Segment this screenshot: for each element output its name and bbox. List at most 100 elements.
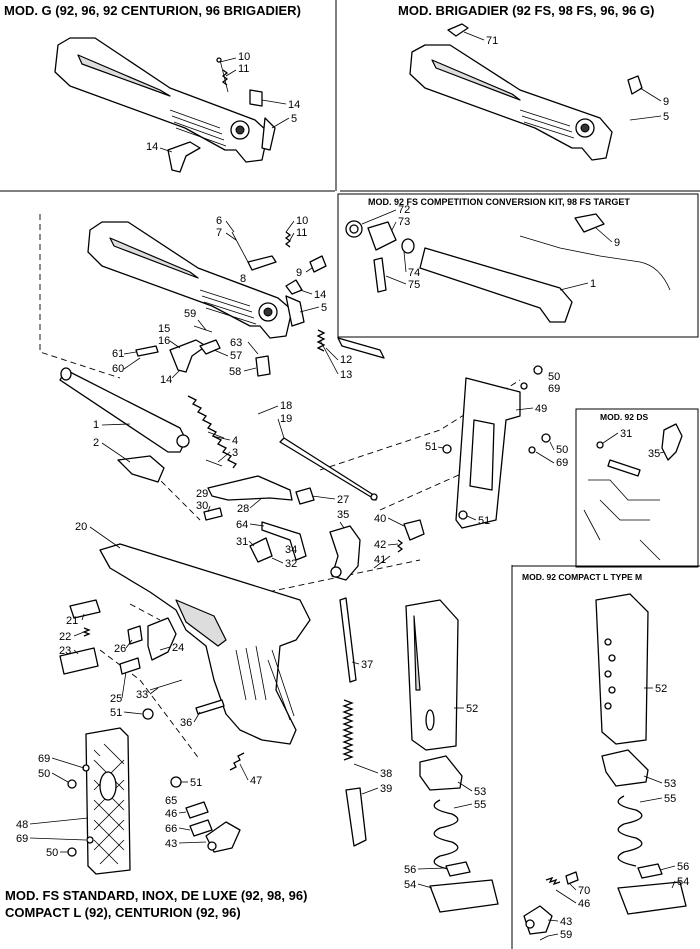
label-g-11: 11 bbox=[238, 63, 249, 75]
label-m-61: 61 bbox=[112, 348, 124, 360]
compact-catch-parts bbox=[523, 871, 579, 941]
label-m-30: 30 bbox=[196, 500, 208, 512]
label-m-14b: 14 bbox=[160, 374, 172, 386]
label-m-55a: 55 bbox=[474, 799, 486, 811]
label-m-59b: 59 bbox=[560, 929, 572, 941]
ds-inset-parts bbox=[583, 423, 683, 561]
label-m-36: 36 bbox=[180, 717, 192, 729]
frame-left-parts bbox=[59, 599, 245, 771]
slide-mod-brigadier bbox=[409, 23, 643, 161]
label-m-53a: 53 bbox=[474, 786, 486, 798]
label-k-73: 73 bbox=[398, 216, 410, 228]
label-m-42: 42 bbox=[374, 539, 386, 551]
label-m-51d: 51 bbox=[190, 777, 202, 789]
label-m-13: 13 bbox=[340, 369, 352, 381]
label-m-69b: 69 bbox=[556, 457, 568, 469]
label-m-24: 24 bbox=[172, 642, 184, 654]
label-m-28: 28 bbox=[237, 503, 249, 515]
title-mod-g: MOD. G (92, 96, 92 CENTURION, 96 BRIGADI… bbox=[4, 3, 301, 18]
label-m-20: 20 bbox=[75, 521, 87, 533]
title-mod-brigadier: MOD. BRIGADIER (92 FS, 98 FS, 96, 96 G) bbox=[398, 3, 654, 18]
label-m-53b: 53 bbox=[664, 778, 676, 790]
hammer-spring-group bbox=[339, 597, 367, 847]
label-m-25: 25 bbox=[110, 693, 122, 705]
title-fs-standard: MOD. FS STANDARD, INOX, DE LUXE (92, 98,… bbox=[5, 888, 307, 903]
label-ds-31: 31 bbox=[620, 428, 632, 440]
label-m-12: 12 bbox=[340, 354, 352, 366]
label-g-5: 5 bbox=[291, 113, 297, 125]
label-m-64: 64 bbox=[236, 519, 248, 531]
trigger-mechanism bbox=[203, 475, 425, 581]
slide-small-parts bbox=[135, 231, 385, 377]
grip-panel-right bbox=[442, 365, 551, 529]
magazine-catch-parts bbox=[170, 776, 241, 853]
label-m-49: 49 bbox=[535, 403, 547, 415]
title-conversion-kit: MOD. 92 FS COMPETITION CONVERSION KIT, 9… bbox=[368, 197, 630, 207]
slide-mod-g bbox=[54, 37, 276, 173]
label-m-59a: 59 bbox=[184, 308, 196, 320]
label-m-33: 33 bbox=[136, 689, 148, 701]
label-b-9: 9 bbox=[663, 96, 669, 108]
label-m-4: 4 bbox=[232, 435, 238, 447]
label-m-69c: 69 bbox=[38, 753, 50, 765]
label-m-38: 38 bbox=[380, 768, 392, 780]
label-b-71: 71 bbox=[486, 35, 498, 47]
label-m-63: 63 bbox=[230, 337, 242, 349]
label-m-27: 27 bbox=[337, 494, 349, 506]
label-m-54b: 54 bbox=[677, 876, 689, 888]
label-m-47: 47 bbox=[250, 775, 262, 787]
label-m-50d: 50 bbox=[46, 847, 58, 859]
magazine-center bbox=[405, 599, 499, 913]
label-m-52b: 52 bbox=[655, 683, 667, 695]
label-k-74: 74 bbox=[408, 267, 420, 279]
label-m-55b: 55 bbox=[664, 793, 676, 805]
label-m-51a: 51 bbox=[425, 441, 437, 453]
label-m-69d: 69 bbox=[16, 833, 28, 845]
label-m-69a: 69 bbox=[548, 383, 560, 395]
label-m-41: 41 bbox=[374, 554, 386, 566]
label-m-14a: 14 bbox=[314, 289, 326, 301]
label-m-70: 70 bbox=[578, 885, 590, 897]
label-m-22: 22 bbox=[59, 631, 71, 643]
label-k-72: 72 bbox=[398, 204, 410, 216]
label-m-15: 15 bbox=[158, 323, 170, 335]
label-m-57: 57 bbox=[230, 350, 242, 362]
title-compact-l-type-m: MOD. 92 COMPACT L TYPE M bbox=[522, 572, 642, 582]
title-mod-92-ds: MOD. 92 DS bbox=[600, 412, 649, 422]
label-m-7: 7 bbox=[216, 227, 222, 239]
label-m-16: 16 bbox=[158, 335, 170, 347]
label-m-32: 32 bbox=[285, 558, 297, 570]
label-m-18: 18 bbox=[280, 400, 292, 412]
label-m-51c: 51 bbox=[110, 707, 122, 719]
label-m-65: 65 bbox=[165, 795, 177, 807]
label-m-11: 11 bbox=[296, 227, 307, 239]
label-m-43b: 43 bbox=[560, 916, 572, 928]
magazine-compact bbox=[595, 593, 687, 915]
label-m-21: 21 bbox=[66, 615, 78, 627]
label-m-26: 26 bbox=[114, 643, 126, 655]
label-g-10: 10 bbox=[238, 51, 250, 63]
label-m-40: 40 bbox=[374, 513, 386, 525]
label-k-9: 9 bbox=[614, 237, 620, 249]
label-m-52a: 52 bbox=[466, 703, 478, 715]
label-m-6: 6 bbox=[216, 215, 222, 227]
label-m-9: 9 bbox=[296, 267, 302, 279]
label-m-19: 19 bbox=[280, 413, 292, 425]
label-m-23: 23 bbox=[59, 645, 71, 657]
label-m-31: 31 bbox=[236, 536, 248, 548]
label-m-51b: 51 bbox=[478, 515, 490, 527]
label-m-39: 39 bbox=[380, 783, 392, 795]
pin-10-11-top-left bbox=[216, 57, 229, 93]
label-m-56a: 56 bbox=[404, 864, 416, 876]
label-b-5: 5 bbox=[663, 111, 669, 123]
label-m-50a: 50 bbox=[548, 371, 560, 383]
label-m-1: 1 bbox=[93, 419, 99, 431]
label-m-50c: 50 bbox=[38, 768, 50, 780]
label-ds-35: 35 bbox=[648, 448, 660, 460]
label-m-50b: 50 bbox=[556, 444, 568, 456]
label-m-5: 5 bbox=[321, 302, 327, 314]
label-m-37: 37 bbox=[361, 659, 373, 671]
label-m-46b: 46 bbox=[578, 898, 590, 910]
